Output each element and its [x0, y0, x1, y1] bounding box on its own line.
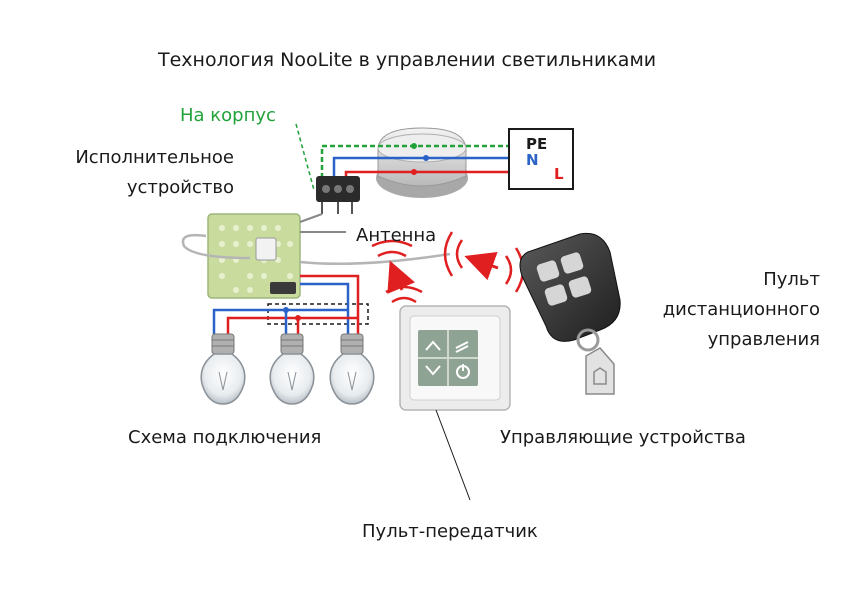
lamp-wires [212, 274, 360, 334]
leader-line [435, 409, 471, 501]
transmitter-label: Пульт-передатчик [362, 521, 538, 542]
terminal-block [316, 176, 360, 214]
remote-label-line3: управления [707, 329, 820, 350]
terminal-n: N [526, 151, 539, 169]
remote-label-line1: Пульт [763, 269, 820, 290]
wiring-label: Схема подключения [128, 427, 322, 448]
light-bulb-icon [269, 333, 315, 405]
actuator-board [181, 213, 451, 299]
actuator-label-line1: Исполнительное [75, 147, 234, 168]
signal-arrow [464, 251, 499, 281]
terminal-box: PE N L [508, 128, 574, 190]
control-devices-label: Управляющие устройства [500, 427, 746, 448]
terminal-l: L [554, 165, 564, 183]
remote-label-line2: дистанционного [662, 299, 820, 320]
signal-arrow [387, 260, 416, 294]
light-bulb-icon [329, 333, 375, 405]
housing-label: На корпус [180, 105, 276, 126]
lamp-junction-box [267, 303, 369, 325]
terminal-pe: PE [526, 135, 548, 153]
wall-switch-icon [399, 305, 511, 411]
diagram-title: Технология NooLite в управлении светильн… [158, 49, 657, 71]
actuator-label-line2: устройство [126, 177, 234, 198]
ceiling-lamp-icon [376, 127, 468, 198]
keyfob-remote-icon [519, 232, 621, 395]
light-bulb-icon [200, 333, 246, 405]
antenna-label: Антенна [356, 225, 437, 246]
